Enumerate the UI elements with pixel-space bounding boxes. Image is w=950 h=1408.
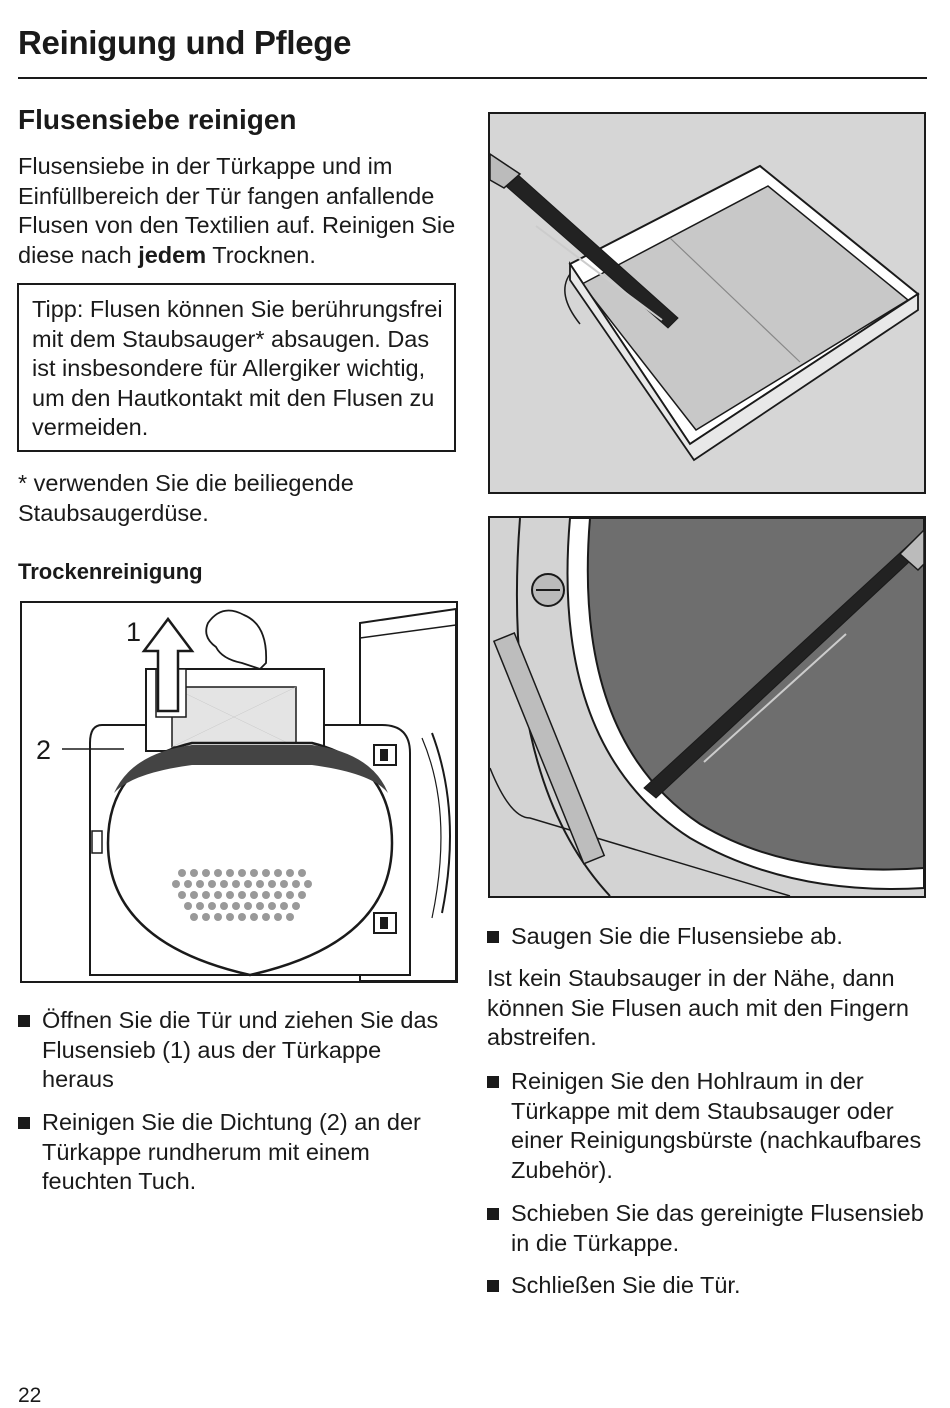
instruction-step: Schließen Sie die Tür. <box>487 1271 927 1301</box>
header-divider <box>18 77 927 79</box>
lint-filter-drawing <box>490 153 920 462</box>
step-text: Saugen Sie die Flusensiebe ab. <box>511 923 843 949</box>
bullet-square-icon <box>487 1076 499 1088</box>
bullet-square-icon <box>487 1280 499 1292</box>
page-number: 22 <box>18 1384 42 1407</box>
footnote: * verwenden Sie die beiliegende Staubsau… <box>18 470 354 526</box>
bullet-square-icon <box>487 1208 499 1220</box>
step-text: Reinigen Sie den Hohlraum in der Türkapp… <box>511 1068 922 1183</box>
bullet-square-icon <box>18 1015 30 1027</box>
intro-emphasis: jedem <box>138 241 207 268</box>
callout-label-2: 2 <box>36 735 51 765</box>
instruction-step: Reinigen Sie den Hohlraum in der Türkapp… <box>487 1067 927 1185</box>
subheading-dry-cleaning: Trockenreinigung <box>18 559 203 584</box>
dryer-door-illustration: 1 2 <box>20 601 458 983</box>
intro-paragraph: Flusensiebe in der Türkappe und im Einfü… <box>18 152 458 270</box>
section-title: Flusensiebe reinigen <box>18 104 297 135</box>
page-header-title: Reinigung und Pflege <box>18 24 352 61</box>
instruction-step: Öffnen Sie die Tür und ziehen Sie das Fl… <box>18 1006 458 1095</box>
instruction-step: Reinigen Sie die Dichtung (2) an der Tür… <box>18 1108 458 1197</box>
instruction-step: Saugen Sie die Flusensiebe ab. <box>487 922 927 952</box>
bullet-square-icon <box>487 931 499 943</box>
bullet-square-icon <box>18 1117 30 1129</box>
step-text: Öffnen Sie die Tür und ziehen Sie das Fl… <box>42 1007 439 1092</box>
instruction-step: Schieben Sie das gereinigte Flusensieb i… <box>487 1199 927 1258</box>
intro-text-end: Trocknen. <box>206 241 316 268</box>
step-text: Schieben Sie das gereinigte Flusensieb i… <box>511 1200 924 1256</box>
step-text: Reinigen Sie die Dichtung (2) an der Tür… <box>42 1109 421 1194</box>
lint-filter-vacuum-illustration <box>488 112 926 494</box>
door-seal-vacuum-illustration <box>488 516 926 898</box>
intro-text: Flusensiebe in der Türkappe und im Einfü… <box>18 153 456 268</box>
door-seal-drawing <box>490 518 924 896</box>
tip-box <box>17 283 456 452</box>
dryer-door-drawing: 1 2 <box>36 607 456 981</box>
alternative-paragraph: Ist kein Staubsauger in der Nähe, dann k… <box>487 965 909 1050</box>
tip-text: Tipp: Flusen können Sie berührungsfrei m… <box>32 296 443 440</box>
step-text: Schließen Sie die Tür. <box>511 1272 741 1298</box>
callout-label-1: 1 <box>126 617 141 647</box>
